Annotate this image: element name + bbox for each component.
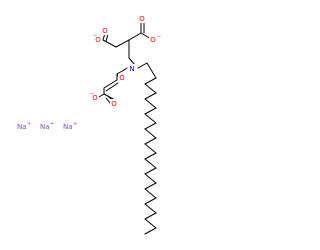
svg-text:O: O [111, 100, 117, 108]
bond [115, 39, 130, 48]
bond [144, 227, 157, 235]
counter-ions: Na + Na + Na + [17, 121, 77, 131]
bond [128, 32, 142, 41]
nitrogen-atom: N [128, 64, 137, 73]
bonds [98, 20, 157, 235]
oxygen-atom: O − [93, 33, 102, 44]
bond [98, 93, 105, 98]
positive-charge: + [27, 121, 31, 127]
oxygen-atom: O − [90, 91, 99, 102]
bond [105, 82, 119, 92]
svg-text:O: O [119, 74, 125, 82]
svg-text:O: O [92, 94, 98, 102]
svg-text:O: O [150, 36, 156, 44]
svg-text:O: O [95, 36, 101, 44]
atoms: O O − O O − N O O − O [90, 14, 161, 108]
oxygen-atom: O [138, 14, 146, 23]
negative-charge: − [90, 91, 94, 97]
positive-charge: + [73, 121, 77, 127]
svg-text:O: O [139, 15, 145, 23]
bond [105, 97, 111, 104]
sodium-ion: Na + [40, 121, 54, 131]
sodium-ion: Na + [63, 121, 77, 131]
svg-text:O: O [102, 27, 108, 35]
sodium-ion: Na + [17, 121, 31, 131]
chemical-structure: O O − O O − N O O − O [17, 14, 161, 235]
oxygen-atom: O [101, 26, 109, 35]
oxygen-atom: O [110, 99, 118, 108]
negative-charge: − [157, 34, 161, 40]
bond [105, 33, 109, 42]
svg-text:Na: Na [17, 123, 27, 131]
svg-text:Na: Na [40, 123, 50, 131]
bond [128, 57, 136, 66]
svg-text:Na: Na [63, 123, 73, 131]
bond [116, 69, 125, 75]
bond [103, 79, 118, 89]
alkyl-chain [137, 62, 157, 229]
oxygen-atom: O − [149, 34, 161, 44]
negative-charge: − [93, 33, 97, 39]
bond [102, 39, 117, 48]
structure-canvas: O O − O O − N O O − O [17, 14, 162, 235]
svg-text:N: N [129, 65, 134, 73]
positive-charge: + [50, 121, 54, 127]
bond [123, 67, 128, 71]
oxygen-atom: O [118, 74, 126, 82]
